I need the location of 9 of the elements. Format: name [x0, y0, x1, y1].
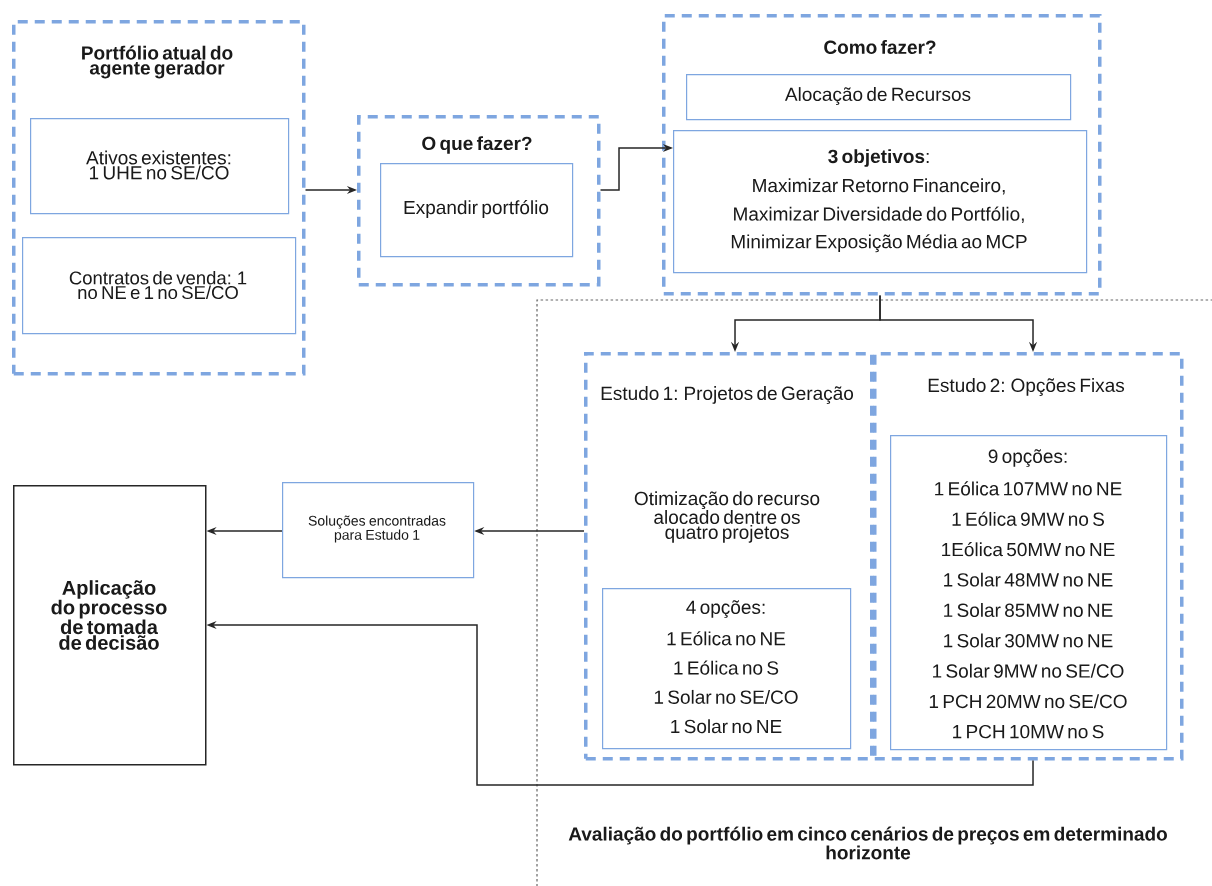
text-box: Contratos de venda: 1 no NE e 1 no SE/CO: [22, 237, 297, 335]
text-box: Expandir portfólio: [380, 163, 574, 258]
text-box: 4 opções: 1 Eólica no NE 1 Eólica no S 1 Solar no SE/CO 1 Solar no NE: [602, 588, 852, 750]
text-box: 9 opções: 1 Eólica 107MW no NE 1 Eólica 9MW no S 1Eólica 50MW no NE 1 Solar 48MW no NE 1 Solar 85MW no NE 1 Solar 30MW no NE 1 Solar 9MW no SE/CO 1 PCH 20MW no SE/CO 1 PCH 10MW no S: [890, 435, 1168, 751]
text-box: Soluções encontradas para Estudo 1: [282, 482, 475, 579]
text-box: Ativos existentes: 1 UHE no SE/CO: [30, 118, 290, 215]
text-box: 3 objetivos: Maximizar Retorno Financeiro, Maximizar Diversidade do Portfólio, Minimizar Exposição Média ao MCP: [673, 130, 1088, 274]
text-box: Alocação de Recursos: [686, 74, 1072, 121]
process-box: Aplicação do processo de tomada de decisão: [13, 485, 207, 766]
